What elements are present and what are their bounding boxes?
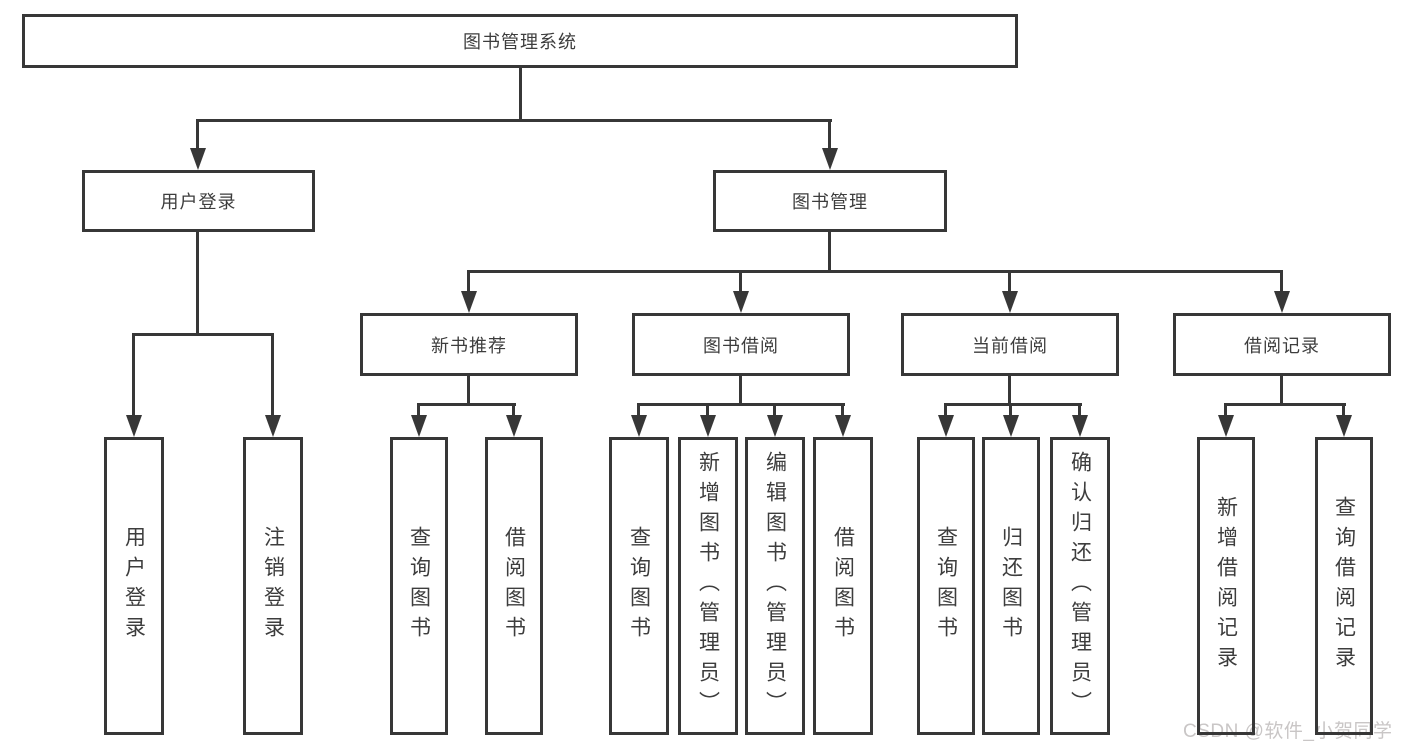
- node-book-management: 图书管理: [713, 170, 947, 232]
- watermark: CSDN @软件_小贺同学: [1183, 721, 1393, 742]
- node-label: 编辑图书（管理员）: [763, 451, 787, 721]
- connector-line: [417, 403, 516, 406]
- node-label: 查询借阅记录: [1332, 496, 1356, 676]
- connector-line: [1280, 376, 1283, 406]
- connector-line: [417, 403, 420, 417]
- node-borrow-records: 借阅记录: [1173, 313, 1391, 376]
- node-leaf-edit-books-admin: 编辑图书（管理员）: [745, 437, 805, 735]
- node-leaf-query-borrow-record: 查询借阅记录: [1315, 437, 1373, 735]
- node-new-book-recommend: 新书推荐: [360, 313, 578, 376]
- node-leaf-confirm-return-admin: 确认归还（管理员）: [1050, 437, 1110, 735]
- connector-line: [944, 403, 1082, 406]
- arrowhead-down-icon: [461, 291, 477, 313]
- arrowhead-down-icon: [126, 415, 142, 437]
- node-label: 查询图书: [407, 526, 431, 646]
- connector-line: [467, 270, 1283, 273]
- connector-line: [132, 333, 274, 336]
- connector-line: [773, 403, 776, 417]
- connector-line: [739, 270, 742, 293]
- connector-line: [196, 119, 199, 150]
- connector-line: [519, 68, 522, 120]
- node-leaf-borrow-books: 借阅图书: [813, 437, 873, 735]
- node-leaf-add-borrow-record: 新增借阅记录: [1197, 437, 1255, 735]
- node-leaf-logout: 注销登录: [243, 437, 303, 735]
- connector-line: [467, 376, 470, 406]
- node-book-borrow: 图书借阅: [632, 313, 850, 376]
- connector-line: [637, 403, 640, 417]
- connector-line: [512, 403, 515, 417]
- arrowhead-down-icon: [767, 415, 783, 437]
- connector-line: [944, 403, 947, 417]
- arrowhead-down-icon: [190, 148, 206, 170]
- node-label: 新增图书（管理员）: [696, 451, 720, 721]
- connector-line: [637, 403, 845, 406]
- connector-line: [828, 119, 831, 150]
- arrowhead-down-icon: [938, 415, 954, 437]
- arrowhead-down-icon: [822, 148, 838, 170]
- connector-line: [1224, 403, 1346, 406]
- arrowhead-down-icon: [1218, 415, 1234, 437]
- connector-line: [706, 403, 709, 417]
- node-leaf-borrow-books: 借阅图书: [485, 437, 543, 735]
- node-label: 归还图书: [999, 526, 1023, 646]
- arrowhead-down-icon: [1072, 415, 1088, 437]
- node-library-management-system: 图书管理系统: [22, 14, 1018, 68]
- connector-line: [1008, 270, 1011, 293]
- connector-line: [132, 333, 135, 417]
- node-label: 借阅记录: [1244, 335, 1320, 356]
- arrowhead-down-icon: [733, 291, 749, 313]
- arrowhead-down-icon: [700, 415, 716, 437]
- node-user-login: 用户登录: [82, 170, 315, 232]
- arrowhead-down-icon: [1003, 415, 1019, 437]
- node-leaf-user-login: 用户登录: [104, 437, 164, 735]
- connector-line: [1342, 403, 1345, 417]
- node-label: 图书管理系统: [463, 32, 577, 52]
- connector-line: [1078, 403, 1081, 417]
- node-current-borrow: 当前借阅: [901, 313, 1119, 376]
- node-label: 当前借阅: [972, 335, 1048, 356]
- arrowhead-down-icon: [1274, 291, 1290, 313]
- node-label: 新增借阅记录: [1214, 496, 1238, 676]
- connector-line: [1009, 403, 1012, 417]
- connector-line: [271, 333, 274, 417]
- connector-line: [467, 270, 470, 293]
- arrowhead-down-icon: [835, 415, 851, 437]
- connector-line: [196, 119, 832, 122]
- node-leaf-add-books-admin: 新增图书（管理员）: [678, 437, 738, 735]
- arrowhead-down-icon: [411, 415, 427, 437]
- node-label: 图书借阅: [703, 335, 779, 356]
- node-label: 查询图书: [627, 526, 651, 646]
- node-leaf-query-books: 查询图书: [390, 437, 448, 735]
- node-label: 新书推荐: [431, 335, 507, 356]
- node-leaf-return-books: 归还图书: [982, 437, 1040, 735]
- node-leaf-query-books: 查询图书: [609, 437, 669, 735]
- node-label: 借阅图书: [502, 526, 526, 646]
- connector-line: [828, 232, 831, 273]
- arrowhead-down-icon: [265, 415, 281, 437]
- node-label: 用户登录: [122, 526, 146, 646]
- arrowhead-down-icon: [631, 415, 647, 437]
- connector-line: [1280, 270, 1283, 293]
- node-label: 借阅图书: [831, 526, 855, 646]
- node-label: 用户登录: [160, 192, 237, 212]
- node-label: 确认归还（管理员）: [1068, 451, 1092, 721]
- connector-line: [1224, 403, 1227, 417]
- connector-line: [196, 232, 199, 336]
- node-label: 注销登录: [261, 526, 285, 646]
- connector-line: [1008, 376, 1011, 406]
- node-leaf-query-books: 查询图书: [917, 437, 975, 735]
- arrowhead-down-icon: [1336, 415, 1352, 437]
- node-label: 查询图书: [934, 526, 958, 646]
- connector-line: [739, 376, 742, 406]
- node-label: 图书管理: [792, 192, 868, 212]
- arrowhead-down-icon: [506, 415, 522, 437]
- connector-line: [841, 403, 844, 417]
- arrowhead-down-icon: [1002, 291, 1018, 313]
